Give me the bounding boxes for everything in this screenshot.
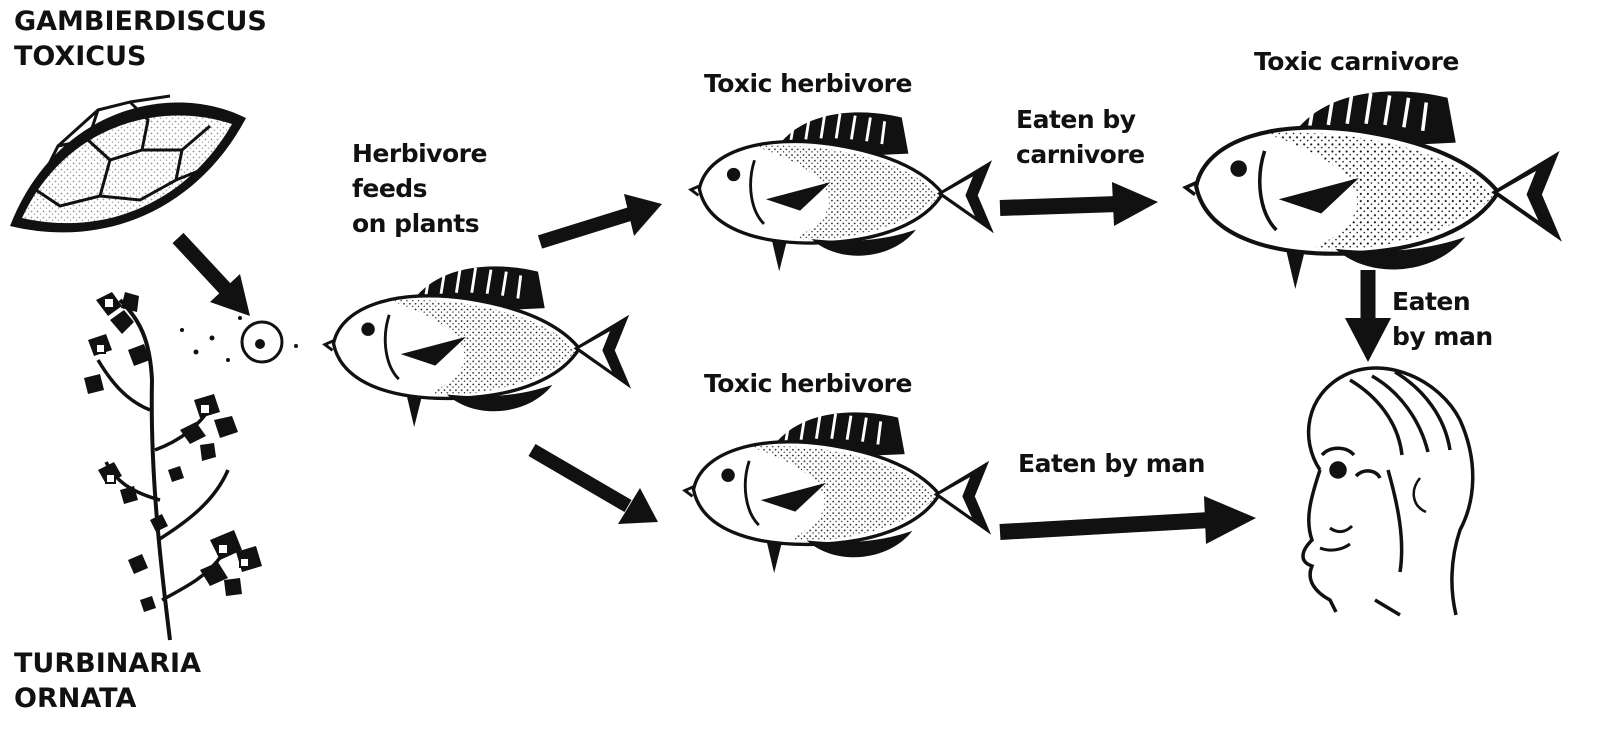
turbinaria-seaweed-icon bbox=[84, 292, 262, 640]
herbivore-feeds-line3: on plants bbox=[352, 206, 487, 241]
eaten-by-carnivore-label: Eaten by carnivore bbox=[1016, 102, 1145, 172]
turbinaria-label: TURBINARIA ORNATA bbox=[14, 646, 201, 716]
eaten-by-carnivore-line2: carnivore bbox=[1016, 137, 1145, 172]
arrow-herbivore-to-top bbox=[540, 194, 662, 242]
eaten-by-man-right-line1: Eaten bbox=[1392, 284, 1493, 319]
gambierdiscus-label-line2: TOXICUS bbox=[14, 39, 267, 74]
turbinaria-label-line1: TURBINARIA bbox=[14, 646, 201, 681]
gambierdiscus-cell-icon bbox=[10, 96, 246, 232]
toxic-herbivore-fish-bottom-icon bbox=[685, 412, 991, 573]
eaten-by-man-right-label: Eaten by man bbox=[1392, 284, 1493, 354]
gambierdiscus-label: GAMBIERDISCUS TOXICUS bbox=[14, 4, 267, 74]
herbivore-feeds-line2: feeds bbox=[352, 171, 487, 206]
gambierdiscus-label-line1: GAMBIERDISCUS bbox=[14, 4, 267, 39]
herbivore-fish-icon bbox=[325, 266, 631, 427]
eaten-by-man-bottom-label: Eaten by man bbox=[1018, 446, 1205, 481]
arrow-cell-to-cyst bbox=[178, 238, 250, 316]
toxic-herbivore-fish-top-icon bbox=[691, 112, 994, 271]
toxic-carnivore-fish-icon bbox=[1186, 91, 1562, 289]
arrow-herbivore-to-bottom bbox=[532, 450, 658, 524]
herbivore-feeds-line1: Herbivore bbox=[352, 136, 487, 171]
arrow-carnivore-to-man bbox=[1345, 270, 1391, 362]
toxic-carnivore-label: Toxic carnivore bbox=[1254, 44, 1459, 79]
toxin-particles bbox=[180, 316, 298, 362]
toxic-herbivore-top-label: Toxic herbivore bbox=[704, 66, 912, 101]
arrow-top-to-carnivore bbox=[1000, 182, 1158, 226]
eaten-by-carnivore-line1: Eaten by bbox=[1016, 102, 1145, 137]
human-head-icon bbox=[1303, 368, 1473, 615]
herbivore-feeds-label: Herbivore feeds on plants bbox=[352, 136, 487, 241]
eaten-by-man-right-line2: by man bbox=[1392, 319, 1493, 354]
toxic-herbivore-bottom-label: Toxic herbivore bbox=[704, 366, 912, 401]
arrow-bottom-to-man bbox=[1000, 496, 1256, 544]
turbinaria-label-line2: ORNATA bbox=[14, 681, 201, 716]
